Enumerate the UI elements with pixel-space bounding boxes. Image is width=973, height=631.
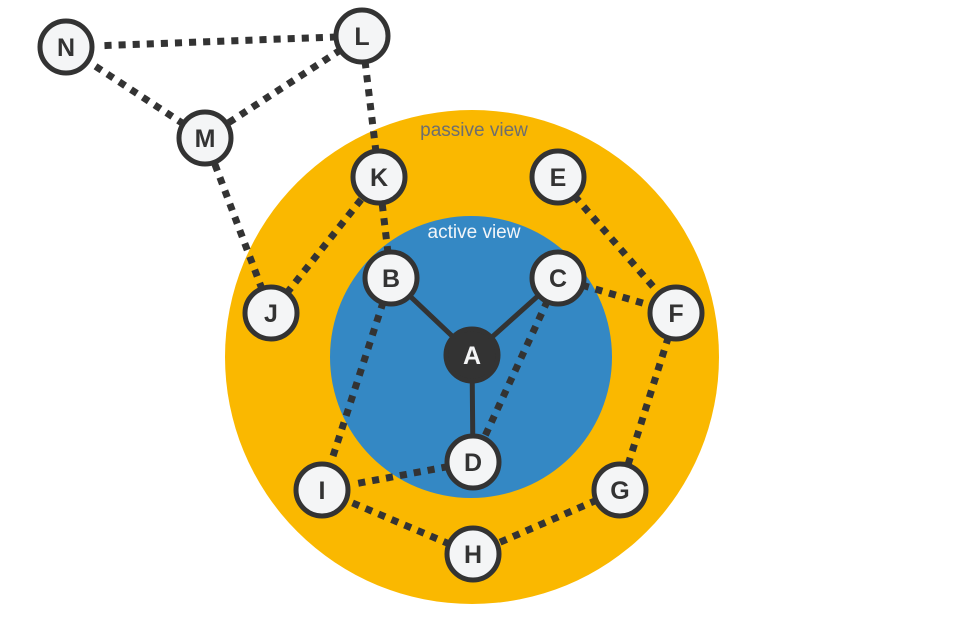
edge-L-N [90, 33, 338, 50]
node-circle-M[interactable] [176, 109, 234, 167]
node-M[interactable]: M [176, 109, 234, 167]
node-K[interactable]: K [350, 148, 408, 206]
node-circle-B[interactable] [362, 249, 420, 307]
node-circle-I[interactable] [293, 461, 351, 519]
node-G[interactable]: G [591, 461, 649, 519]
node-circle-D[interactable] [444, 433, 502, 491]
node-circle-E[interactable] [529, 148, 587, 206]
edge-G-H [494, 496, 599, 548]
node-L[interactable]: L [333, 7, 391, 65]
edge-H-I [343, 496, 452, 548]
edge-K-L [361, 60, 380, 153]
node-A[interactable]: A [443, 326, 501, 384]
edge-B-I [326, 300, 387, 468]
node-circle-H[interactable] [444, 525, 502, 583]
node-circle-L[interactable] [333, 7, 391, 65]
node-F[interactable]: F [647, 284, 705, 342]
edge-C-D [480, 299, 551, 441]
edge-M-N [84, 57, 187, 128]
node-B[interactable]: B [362, 249, 420, 307]
node-N[interactable]: N [37, 18, 95, 76]
node-H[interactable]: H [444, 525, 502, 583]
node-I[interactable]: I [293, 461, 351, 519]
edge-C-F [580, 281, 654, 310]
node-circle-C[interactable] [529, 249, 587, 307]
node-C[interactable]: C [529, 249, 587, 307]
edge-layer [84, 33, 672, 548]
region-label-layer: passive view active view [420, 120, 528, 243]
node-circle-A[interactable] [443, 326, 501, 384]
node-circle-K[interactable] [350, 148, 408, 206]
edge-A-B [409, 295, 454, 338]
edge-L-M [224, 46, 343, 128]
region-label-active: active view [428, 222, 521, 243]
edge-A-C [490, 294, 540, 339]
node-circle-N[interactable] [37, 18, 95, 76]
node-circle-J[interactable] [242, 284, 300, 342]
region-label-passive: passive view [420, 120, 528, 141]
node-circle-G[interactable] [591, 461, 649, 519]
edge-J-K [283, 194, 367, 296]
edge-D-I [345, 463, 450, 489]
node-J[interactable]: J [242, 284, 300, 342]
node-circle-F[interactable] [647, 284, 705, 342]
node-E[interactable]: E [529, 148, 587, 206]
node-D[interactable]: D [444, 433, 502, 491]
